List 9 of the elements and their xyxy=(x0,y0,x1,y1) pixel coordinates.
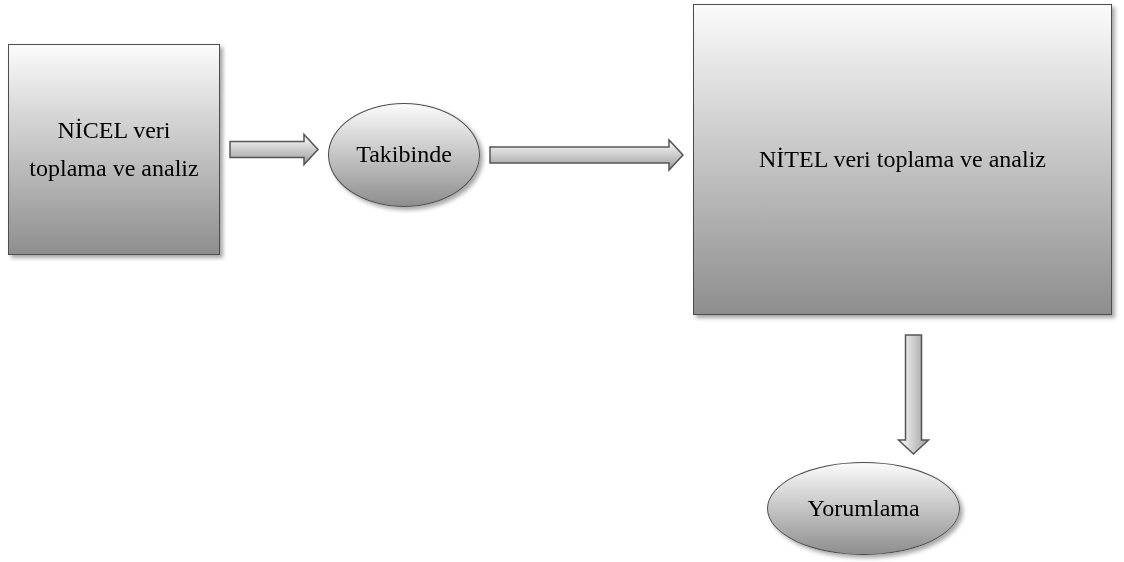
node-label: Takibinde xyxy=(356,140,452,170)
block-arrow xyxy=(229,132,320,167)
node-label: NİCEL veri toplama ve analiz xyxy=(28,116,200,183)
block-arrow xyxy=(896,334,931,456)
node-label: Yorumlama xyxy=(807,493,920,523)
process-box xyxy=(8,44,220,255)
block-arrow xyxy=(489,138,685,172)
process-box xyxy=(693,4,1112,315)
node-label: NİTEL veri toplama ve analiz xyxy=(759,144,1046,174)
